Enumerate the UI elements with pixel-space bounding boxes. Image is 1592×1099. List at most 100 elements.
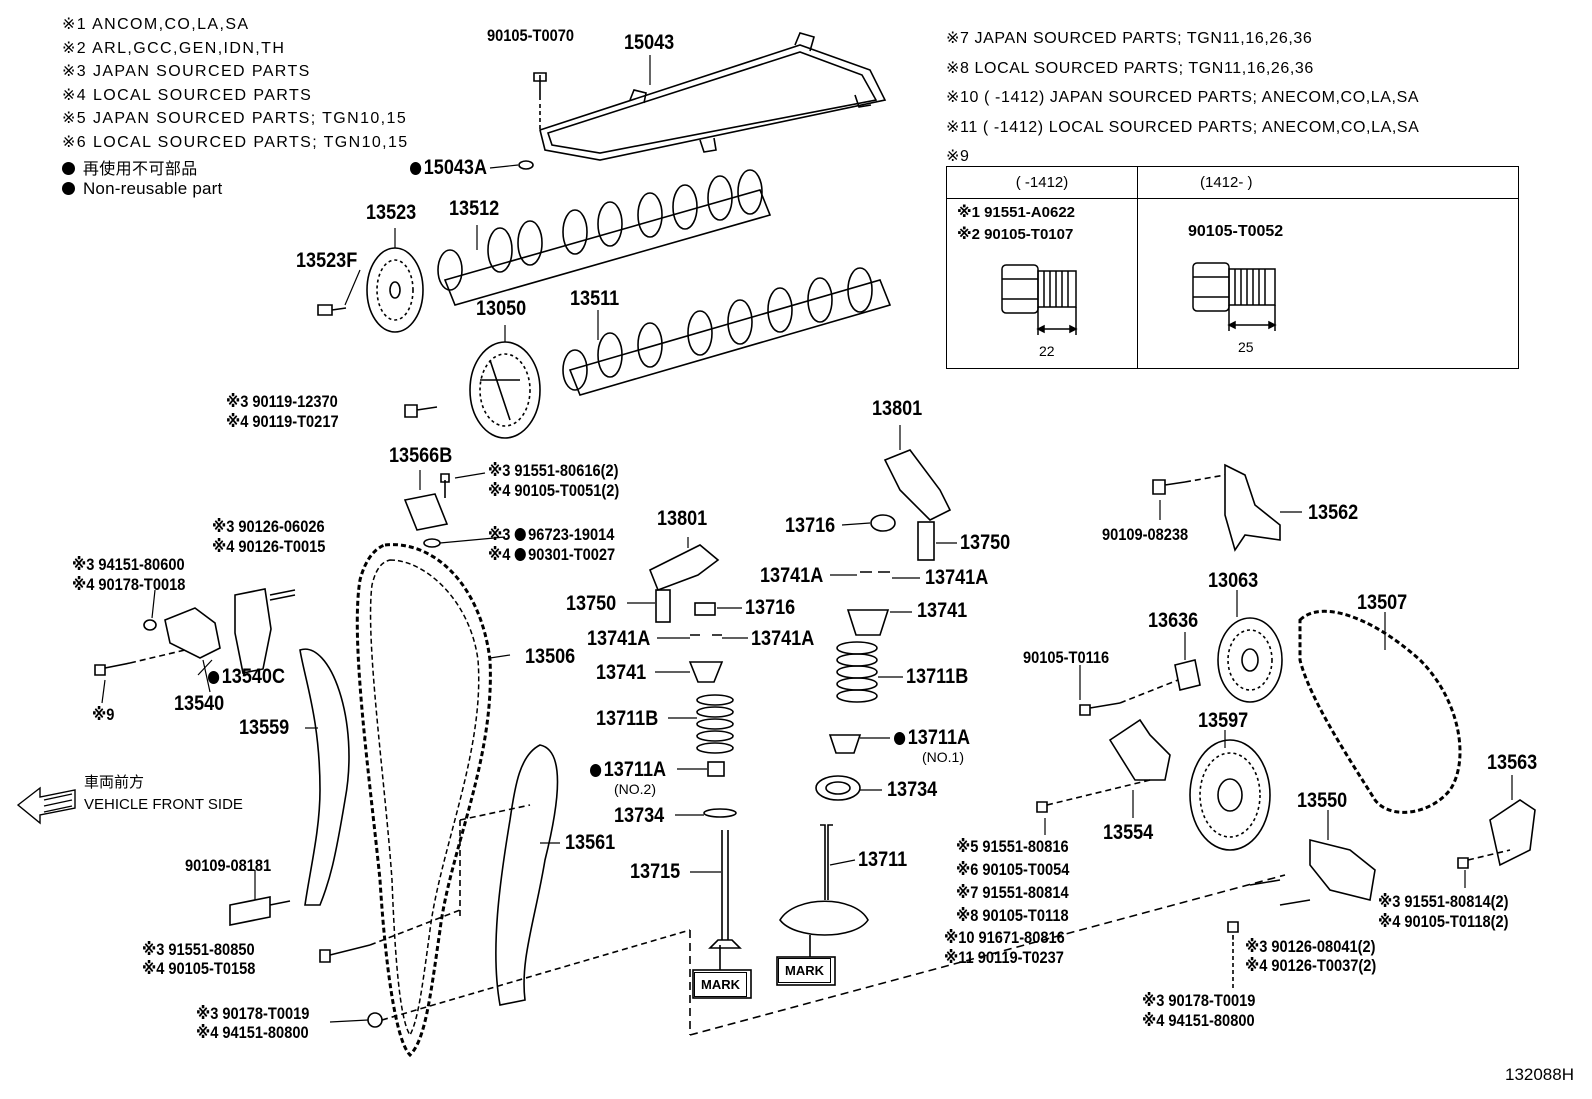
note-10: ※10 ( -1412) JAPAN SOURCED PARTS; ANECOM… <box>946 89 1420 106</box>
bolt-comparison-table: ( -1412) ※1 91551-A0622 ※2 90105-T0107 2… <box>946 166 1519 369</box>
part-label: ※3 90126-08041(2) <box>1245 937 1376 956</box>
part-label: 13563 <box>1487 751 1538 774</box>
bolt-column-after-header: (1412- ) <box>1138 167 1518 199</box>
nonreusable-dot-icon <box>590 764 602 777</box>
part-label: 13711 <box>858 848 908 871</box>
part-label: ※4 90105-T0051(2) <box>488 481 620 500</box>
nonreusable-dot-icon <box>514 548 526 561</box>
part-label: 13711A <box>894 727 970 748</box>
bolt-dim-25: 25 <box>1238 339 1254 355</box>
legend-notes-right: ※7 JAPAN SOURCED PARTS; TGN11,16,26,36 ※… <box>946 28 1419 176</box>
part-label: 13550 <box>1297 789 1348 812</box>
part-label: 13559 <box>239 716 290 739</box>
bolt-part-new: 90105-T0052 <box>1188 223 1284 240</box>
part-label: (NO.1) <box>922 749 964 765</box>
part-label: 13063 <box>1208 569 1259 592</box>
part-label: 13741 <box>596 661 647 684</box>
note-9: ※9 <box>946 148 970 165</box>
nonreusable-dot-icon <box>208 671 220 684</box>
part-label: ※4 90105-T0158 <box>142 959 256 978</box>
timing-chain-13507 <box>1298 609 1462 814</box>
part-label: 13715 <box>630 860 681 883</box>
legend-notes: ※1 ANCOM,CO,LA,SA ※2 ARL,GCC,GEN,IDN,TH … <box>62 14 409 202</box>
part-label: 13050 <box>476 297 527 320</box>
part-label: ※3 91551-80814(2) <box>1378 892 1509 911</box>
part-label: ※7 91551-80814 <box>956 883 1069 902</box>
bolt-part-1: ※1 91551-A0622 <box>957 204 1076 221</box>
note-nonreusable-en: Non-reusable part <box>62 179 409 203</box>
part-label: 13540C <box>208 666 285 687</box>
note-6: ※6 LOCAL SOURCED PARTS; TGN10,15 <box>62 133 409 151</box>
part-label: 13741A <box>587 627 651 650</box>
front-side-en: VEHICLE FRONT SIDE <box>84 796 243 813</box>
part-label: (NO.2) <box>614 781 656 797</box>
bolt-icon <box>1001 264 1078 335</box>
part-label: 13741A <box>925 566 989 589</box>
part-label: ※3 96723-19014 <box>488 525 615 544</box>
part-label: ※4 90301-T0027 <box>488 545 616 564</box>
part-label: ※3 91551-80850 <box>142 940 255 959</box>
note-1: ※1 ANCOM,CO,LA,SA <box>62 16 250 33</box>
part-label: 13507 <box>1357 591 1408 614</box>
nonreusable-dot-icon <box>62 181 75 195</box>
mark-label: MARK <box>694 972 747 997</box>
part-label: 13741 <box>917 599 968 622</box>
part-label: ※11 90119-T0237 <box>944 948 1064 967</box>
part-label: 13734 <box>614 804 665 827</box>
mark-label: MARK <box>778 958 831 983</box>
part-label: 13566B <box>389 444 453 467</box>
part-label: 13750 <box>566 592 617 615</box>
note-5: ※5 JAPAN SOURCED PARTS; TGN10,15 <box>62 110 408 127</box>
nonreusable-dot-icon <box>62 162 75 175</box>
note-3: ※3 JAPAN SOURCED PARTS <box>62 63 311 80</box>
part-label: ※3 91551-80616(2) <box>488 461 619 480</box>
part-label: 13711B <box>906 665 969 688</box>
part-label: ※8 90105-T0118 <box>956 906 1069 925</box>
bolt-column-before-header: ( -1412) <box>947 167 1137 199</box>
bolt-column-after: (1412- ) 90105-T0052 25 <box>1138 167 1518 368</box>
bolt-column-before: ( -1412) ※1 91551-A0622 ※2 90105-T0107 2… <box>947 167 1138 368</box>
figure-number: 132088H <box>1504 1065 1574 1084</box>
part-label: 13716 <box>745 596 796 619</box>
part-label: ※4 90119-T0217 <box>226 412 339 431</box>
timing-chain-13506 <box>355 543 492 1058</box>
part-label: ※10 91671-80816 <box>944 928 1065 947</box>
part-label: 13711B <box>596 707 659 730</box>
camshaft-13511 <box>404 267 892 439</box>
part-label: 90109-08181 <box>185 856 272 875</box>
note-2: ※2 ARL,GCC,GEN,IDN,TH <box>62 39 286 57</box>
bolt-icon <box>1192 262 1277 331</box>
part-label: 15043 <box>624 31 675 54</box>
bolt-part-2: ※2 90105-T0107 <box>957 226 1074 243</box>
part-label: ※4 90105-T0118(2) <box>1378 912 1509 931</box>
part-label: 13716 <box>785 514 836 537</box>
nonreusable-dot-icon <box>514 528 526 541</box>
part-label: ※4 90178-T0018 <box>72 575 186 594</box>
bolt-dim-22: 22 <box>1039 343 1055 359</box>
nonreusable-dot-icon <box>410 162 422 175</box>
note-11: ※11 ( -1412) LOCAL SOURCED PARTS; ANECOM… <box>946 118 1420 136</box>
part-label: ※4 94151-80800 <box>196 1023 309 1042</box>
part-label: 13523F <box>296 249 358 272</box>
note-nonreusable-jp: 再使用不可部品 <box>62 155 409 179</box>
part-label: 13562 <box>1308 501 1359 524</box>
part-label: ※6 90105-T0054 <box>956 860 1070 879</box>
part-label: ※4 90126-T0037(2) <box>1245 956 1377 975</box>
part-label: 13741A <box>751 627 815 650</box>
part-label: ※4 90126-T0015 <box>212 537 326 556</box>
part-label: 13734 <box>887 778 938 801</box>
note-8: ※8 LOCAL SOURCED PARTS; TGN11,16,26,36 <box>946 59 1314 77</box>
part-label: 13554 <box>1103 821 1154 844</box>
part-label: ※3 90119-12370 <box>226 392 338 411</box>
part-label: 13711A <box>590 759 666 780</box>
part-label: 13801 <box>657 507 708 530</box>
part-label: 90105-T0116 <box>1023 648 1110 667</box>
part-label: ※3 90126-06026 <box>212 517 325 536</box>
part-label: 13741A <box>760 564 824 587</box>
camshaft-13512 <box>437 169 772 306</box>
part-label: 13750 <box>960 531 1011 554</box>
part-label: 13801 <box>872 397 923 420</box>
note-4: ※4 LOCAL SOURCED PARTS <box>62 86 313 104</box>
part-label: 13523 <box>366 201 417 224</box>
